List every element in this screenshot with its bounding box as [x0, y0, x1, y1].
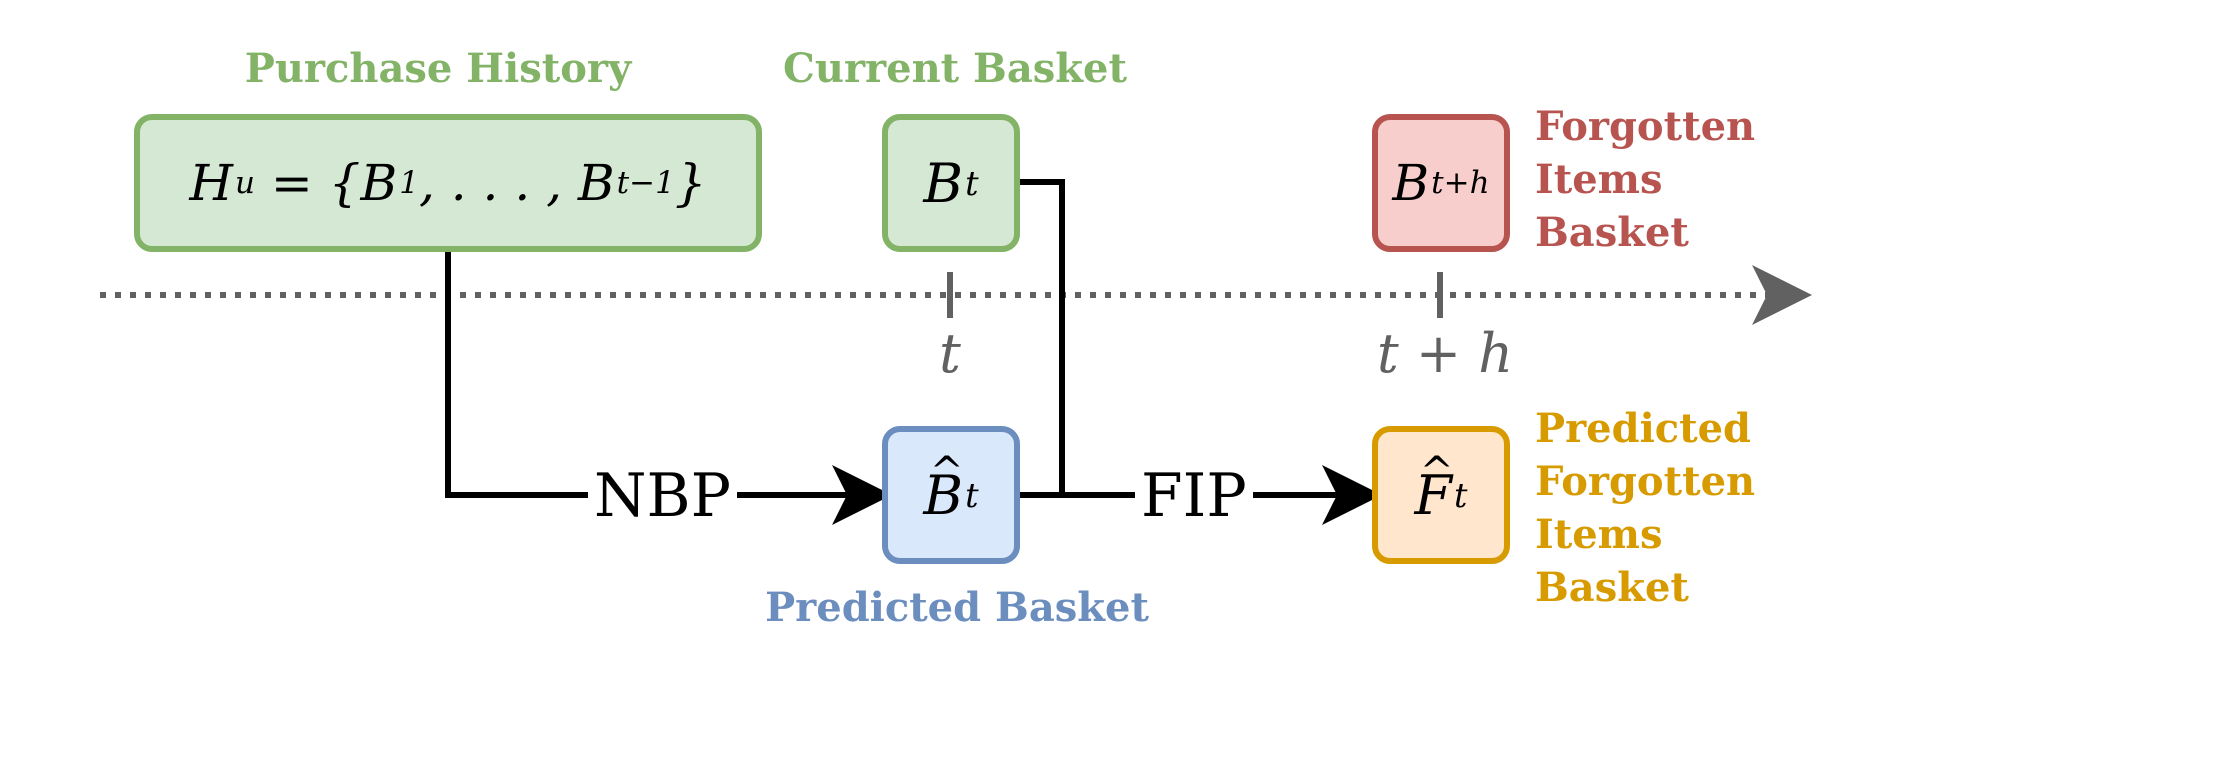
- pred-forgotten-var: F: [1415, 464, 1452, 527]
- forgotten-items-basket-label: Forgotten Items Basket: [1535, 100, 1755, 259]
- fip-edge-label: FIP: [1135, 466, 1253, 526]
- forgotten-sub: t+h: [1431, 165, 1490, 201]
- tick-label-t: t: [939, 322, 961, 385]
- history-sub: u: [235, 165, 255, 201]
- predicted-basket-box: Bt: [882, 426, 1020, 564]
- predicted-forgotten-label-line: Basket: [1535, 564, 1689, 611]
- history-rest: = {B: [254, 154, 398, 212]
- history-sub2: t−1: [616, 165, 675, 201]
- current-var: B: [923, 151, 964, 215]
- history-var: H: [189, 154, 233, 212]
- history-sub1: 1: [399, 165, 419, 201]
- nbp-edge-label: NBP: [588, 466, 737, 526]
- forgotten-label-line: Items: [1535, 156, 1663, 203]
- predicted-var: B: [923, 464, 963, 527]
- predicted-basket-label: Predicted Basket: [765, 584, 1149, 631]
- nbp-connector: [445, 252, 892, 525]
- pred-forgotten-sub: t: [1454, 475, 1468, 515]
- predicted-forgotten-label-line: Items: [1535, 511, 1663, 558]
- forgotten-label-line: Basket: [1535, 209, 1689, 256]
- history-mid: , . . . , B: [418, 154, 615, 212]
- current-basket-connector: [1020, 179, 1065, 495]
- predicted-forgotten-items-basket-box: Ft: [1372, 426, 1510, 564]
- current-sub: t: [965, 163, 979, 203]
- forgotten-label-line: Forgotten: [1535, 103, 1756, 150]
- current-basket-label: Current Basket: [783, 45, 1127, 92]
- purchase-history-label: Purchase History: [244, 45, 632, 92]
- history-end: }: [674, 154, 707, 212]
- tick-label-t-plus-h: t + h: [1376, 322, 1514, 385]
- predicted-forgotten-label-line: Predicted: [1535, 405, 1752, 452]
- forgotten-var: B: [1392, 154, 1430, 212]
- predicted-forgotten-label-line: Forgotten: [1535, 458, 1756, 505]
- predicted-forgotten-items-basket-label: Predicted Forgotten Items Basket: [1535, 402, 1755, 614]
- predicted-sub: t: [965, 475, 979, 515]
